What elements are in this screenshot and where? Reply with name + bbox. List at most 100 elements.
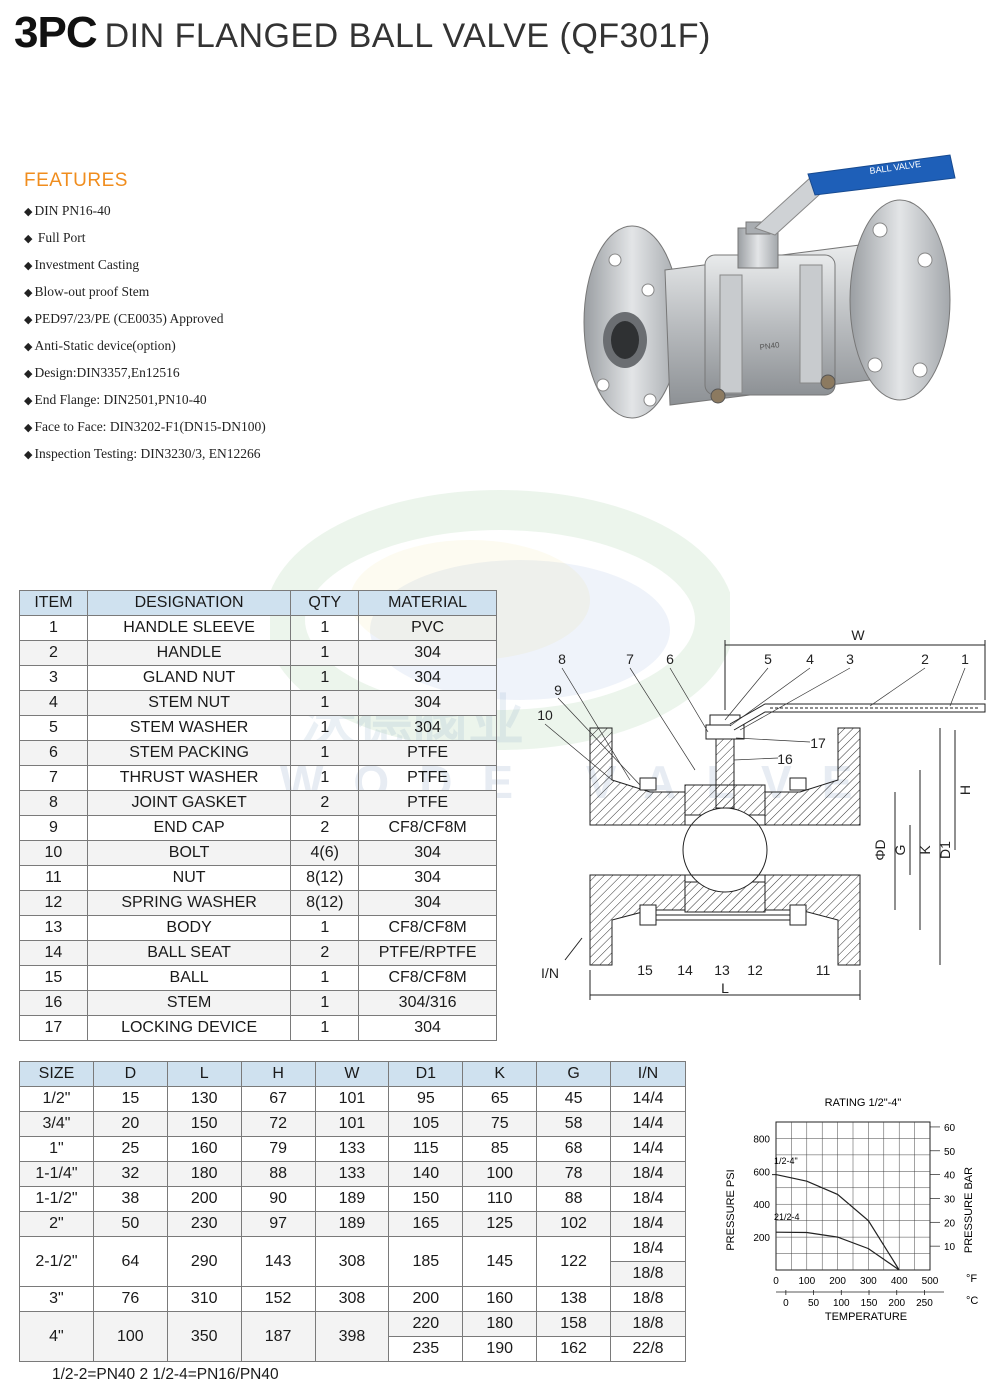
column-header: SIZE [19, 1061, 94, 1087]
table-cell: 160 [166, 1136, 242, 1162]
table-cell: 76 [92, 1286, 168, 1312]
table-cell: 18/4 [610, 1236, 686, 1262]
column-header: D [92, 1061, 168, 1087]
table-cell: 304 [358, 1015, 497, 1041]
table-row: 18/8 [20, 1261, 686, 1287]
table-cell: 2-1/2" [19, 1236, 94, 1287]
table-cell: 1 [290, 915, 360, 941]
table-cell: 304 [358, 690, 497, 716]
column-header: W [314, 1061, 390, 1087]
table-cell: 180 [462, 1311, 538, 1337]
table-cell: 145 [462, 1236, 538, 1287]
table-cell: SPRING WASHER [86, 890, 292, 916]
table-cell: 58 [536, 1111, 612, 1137]
table-cell: 17 [19, 1015, 88, 1041]
table-cell: 14/4 [610, 1086, 686, 1112]
table-cell: 64 [92, 1236, 168, 1287]
dimension-d: ΦD [872, 839, 888, 860]
y-tick-label-left: 400 [753, 1200, 770, 1211]
table-cell: HANDLE SLEEVE [86, 615, 292, 641]
callout-3: 3 [846, 651, 854, 667]
table-cell: 187 [240, 1311, 316, 1362]
table-cell: CF8/CF8M [358, 965, 497, 991]
dimension-h: H [957, 785, 973, 795]
table-cell: 7 [19, 765, 88, 791]
table-cell: 18/8 [610, 1311, 686, 1337]
diamond-bullet-icon: ◆ [24, 395, 33, 407]
table-cell: 1 [290, 640, 360, 666]
y-tick-label-right: 60 [944, 1123, 956, 1134]
table-cell: 1/2" [19, 1086, 94, 1112]
table-cell: 304 [358, 715, 497, 741]
table-cell: 20 [92, 1111, 168, 1137]
callout-13: 13 [714, 962, 730, 978]
table-cell: 2 [19, 640, 88, 666]
table-cell: 90 [240, 1186, 316, 1212]
product-photo: BALL VALVE PN40 [583, 154, 956, 419]
table-cell: PTFE [358, 765, 497, 791]
feature-item: ◆ Full Port [24, 230, 86, 245]
table-cell: 180 [166, 1161, 242, 1187]
table-cell: 100 [92, 1311, 168, 1362]
table-cell: 304 [358, 890, 497, 916]
y-axis-label-left: PRESSURE PSI [725, 1169, 737, 1250]
table-cell: 45 [536, 1086, 612, 1112]
dimension-l: L [721, 980, 729, 996]
diamond-bullet-icon: ◆ [24, 341, 33, 353]
table-cell: 152 [240, 1286, 316, 1312]
dimension-k: K [917, 845, 933, 855]
table-cell: 165 [388, 1211, 464, 1237]
table-cell: 3 [19, 665, 88, 691]
table-cell: 1 [290, 1015, 360, 1041]
diamond-bullet-icon: ◆ [24, 314, 33, 326]
table-cell: 9 [19, 815, 88, 841]
table-cell: 398 [314, 1311, 390, 1362]
table-cell: 18/4 [610, 1161, 686, 1187]
table-cell: BODY [86, 915, 292, 941]
table-cell: 1 [290, 715, 360, 741]
table-cell: 97 [240, 1211, 316, 1237]
table-cell: 78 [536, 1161, 612, 1187]
table-cell: 38 [92, 1186, 168, 1212]
column-header: K [462, 1061, 538, 1087]
dimension-d1: D1 [937, 841, 953, 859]
pressure-rating-note: 1/2-2=PN40 2 1/2-4=PN16/PN40 [52, 1366, 279, 1383]
column-header: MATERIAL [358, 590, 497, 616]
table-cell: 1 [290, 615, 360, 641]
unit-celsius: °C [966, 1295, 978, 1307]
table-cell: 88 [536, 1186, 612, 1212]
table-cell: 308 [314, 1286, 390, 1312]
table-cell: 2 [290, 940, 360, 966]
table-cell: HANDLE [86, 640, 292, 666]
table-cell: 235 [388, 1336, 464, 1362]
table-cell: PTFE/RPTFE [358, 940, 497, 966]
table-cell: CF8/CF8M [358, 915, 497, 941]
table-cell: 65 [462, 1086, 538, 1112]
table-cell: 72 [240, 1111, 316, 1137]
table-cell: 185 [388, 1236, 464, 1287]
table-cell: JOINT GASKET [86, 790, 292, 816]
table-cell: 67 [240, 1086, 316, 1112]
callout-15: 15 [637, 962, 653, 978]
feature-item: ◆Anti-Static device(option) [24, 338, 176, 353]
table-cell: 189 [314, 1186, 390, 1212]
table-cell: 12 [19, 890, 88, 916]
y-tick-label-right: 50 [944, 1147, 956, 1158]
table-cell: 79 [240, 1136, 316, 1162]
table-cell: 308 [314, 1236, 390, 1287]
body-marking: PN40 [759, 340, 781, 352]
callout-8: 8 [558, 651, 566, 667]
callout-10: 10 [537, 707, 553, 723]
table-cell: 125 [462, 1211, 538, 1237]
feature-item: ◆Blow-out proof Stem [24, 284, 150, 299]
